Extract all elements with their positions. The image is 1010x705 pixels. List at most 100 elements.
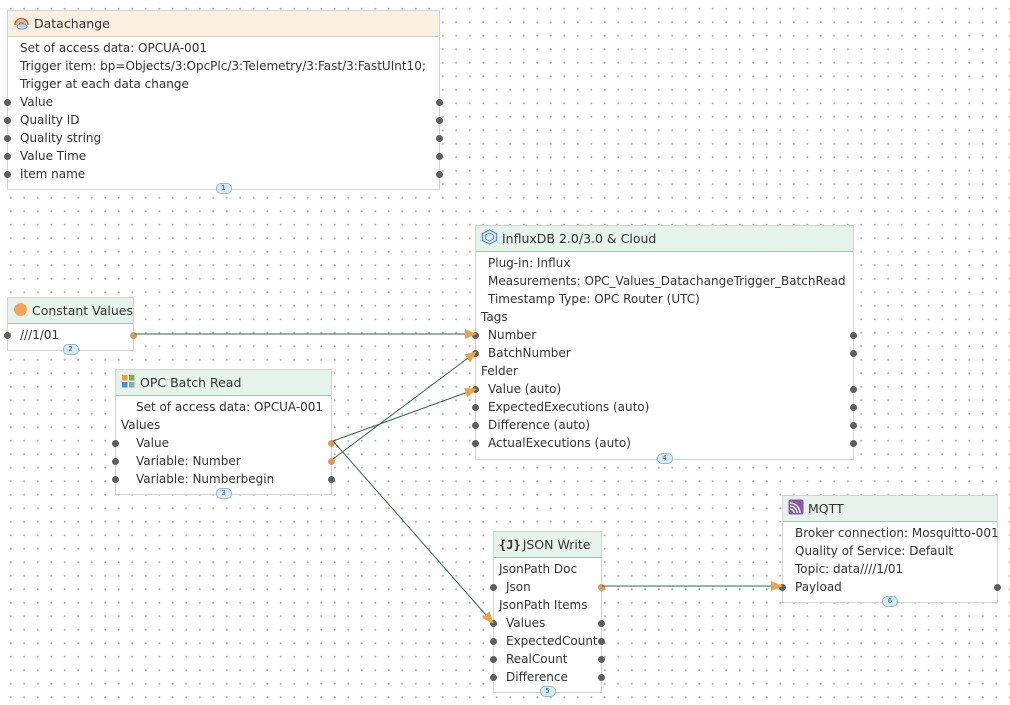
port-in[interactable]: [490, 638, 497, 645]
port-in[interactable]: [490, 584, 497, 591]
port-in[interactable]: [112, 440, 119, 447]
port-in[interactable]: [112, 458, 119, 465]
mqtt-title: MQTT: [808, 501, 844, 516]
wire-value-to-influx-value[interactable]: [332, 388, 477, 442]
json-braces-icon: {J}: [499, 537, 521, 552]
port-in[interactable]: [490, 674, 497, 681]
port-out[interactable]: [130, 332, 137, 339]
port-out[interactable]: [850, 350, 857, 357]
datachange-info-access: Set of access data: OPCUA-001: [20, 41, 208, 55]
json-port-values: Values: [490, 614, 605, 632]
port-out[interactable]: [598, 584, 605, 591]
datachange-header[interactable]: Datachange: [8, 11, 439, 37]
port-out[interactable]: [598, 638, 605, 645]
port-in[interactable]: [490, 656, 497, 663]
opc-batch-read-header[interactable]: OPC Batch Read: [116, 370, 331, 396]
json-write-node[interactable]: {J} JSON Write JsonPath Doc Json JsonPat…: [490, 531, 605, 697]
mqtt-info-topic: Topic: data////1/01: [795, 562, 904, 576]
influx-info-timestamp: Timestamp Type: OPC Router (UTC): [488, 292, 700, 306]
influx-port-expected-executions: ExpectedExecutions (auto): [472, 398, 857, 416]
json-items-label: JsonPath Items: [499, 598, 588, 612]
json-port-real-count: RealCount: [490, 650, 605, 668]
influxdb-node[interactable]: InfluxDB 2.0/3.0 & Cloud Plug-in: Influx…: [472, 225, 857, 464]
port-in[interactable]: [472, 404, 479, 411]
port-out[interactable]: [598, 620, 605, 627]
node-number-badge: 6: [882, 596, 898, 607]
node-number-badge: 1: [215, 183, 232, 194]
port-out[interactable]: [850, 404, 857, 411]
port-out[interactable]: [850, 440, 857, 447]
influx-group-fields: Felder: [481, 364, 518, 378]
port-in[interactable]: [472, 350, 479, 357]
mqtt-info-qos: Quality of Service: Default: [795, 544, 954, 558]
port-out[interactable]: [850, 332, 857, 339]
node-number-badge: 2: [62, 344, 79, 355]
port-in[interactable]: [4, 153, 11, 160]
port-in[interactable]: [4, 171, 11, 178]
mqtt-port-payload: Payload: [779, 578, 1001, 596]
node-number-badge: 3: [215, 488, 232, 499]
port-out[interactable]: [994, 584, 1001, 591]
port-in[interactable]: [4, 99, 11, 106]
json-port-json: Json: [490, 578, 605, 596]
mqtt-broadcast-icon: [788, 499, 804, 518]
influx-port-number: Number: [472, 326, 857, 344]
wire-value-to-json-values[interactable]: [332, 440, 494, 624]
port-out[interactable]: [436, 171, 443, 178]
node-number-badge: 4: [656, 453, 673, 464]
port-out[interactable]: [850, 386, 857, 393]
port-out[interactable]: [436, 117, 443, 124]
port-in[interactable]: [4, 332, 11, 339]
port-in[interactable]: [112, 476, 119, 483]
influxdb-title: InfluxDB 2.0/3.0 & Cloud: [502, 231, 657, 246]
port-out[interactable]: [436, 99, 443, 106]
datachange-info-trigger-mode: Trigger at each data change: [20, 77, 189, 91]
port-in[interactable]: [472, 422, 479, 429]
influx-port-actual-executions: ActualExecutions (auto): [472, 434, 857, 452]
datachange-node[interactable]: Datachange Set of access data: OPCUA-001…: [4, 10, 443, 194]
constant-values-header[interactable]: Constant Values: [8, 298, 133, 324]
port-out[interactable]: [850, 422, 857, 429]
batch-read-port-numberbegin: Variable: Numberbegin: [112, 470, 335, 488]
node-number-badge: 5: [539, 686, 556, 697]
mqtt-header[interactable]: MQTT: [783, 496, 997, 522]
influx-port-difference: Difference (auto): [472, 416, 857, 434]
batch-read-port-value: Value: [112, 434, 335, 452]
port-out[interactable]: [328, 458, 335, 465]
opc-batch-read-node[interactable]: OPC Batch Read Set of access data: OPCUA…: [112, 369, 335, 499]
port-out[interactable]: [328, 476, 335, 483]
port-out[interactable]: [598, 656, 605, 663]
port-out[interactable]: [598, 674, 605, 681]
json-write-title: JSON Write: [522, 537, 591, 552]
port-in[interactable]: [472, 440, 479, 447]
constant-values-node[interactable]: Constant Values ///1/01 2: [4, 297, 137, 355]
datachange-port-item-name: Item name: [4, 165, 443, 183]
mqtt-info-broker: Broker connection: Mosquitto-001: [795, 526, 999, 540]
opc-batch-read-title: OPC Batch Read: [140, 375, 242, 390]
json-write-header[interactable]: {J} JSON Write: [494, 532, 601, 558]
port-in[interactable]: [472, 386, 479, 393]
port-in[interactable]: [4, 117, 11, 124]
influxdb-header[interactable]: InfluxDB 2.0/3.0 & Cloud: [476, 226, 853, 252]
orange-circle-icon: [13, 302, 28, 320]
port-in[interactable]: [4, 135, 11, 142]
port-out[interactable]: [436, 135, 443, 142]
constant-values-title: Constant Values: [32, 303, 134, 318]
port-in[interactable]: [472, 332, 479, 339]
port-out[interactable]: [328, 440, 335, 447]
influx-port-value: Value (auto): [472, 380, 857, 398]
port-in[interactable]: [490, 620, 497, 627]
json-port-difference: Difference: [490, 668, 605, 686]
json-port-expected-count: ExpectedCount: [490, 632, 605, 650]
batch-read-group-values: Values: [121, 418, 161, 432]
port-in[interactable]: [779, 584, 786, 591]
influx-port-batchnumber: BatchNumber: [472, 344, 857, 362]
datachange-port-quality-id: Quality ID: [4, 111, 443, 129]
datachange-port-value-time: Value Time: [4, 147, 443, 165]
wire-number-to-batchnumber[interactable]: [332, 351, 477, 460]
port-out[interactable]: [436, 153, 443, 160]
constant-value-row: ///1/01: [4, 326, 137, 344]
mqtt-node[interactable]: MQTT Broker connection: Mosquitto-001 Qu…: [779, 495, 1001, 607]
datachange-port-quality-string: Quality string: [4, 129, 443, 147]
